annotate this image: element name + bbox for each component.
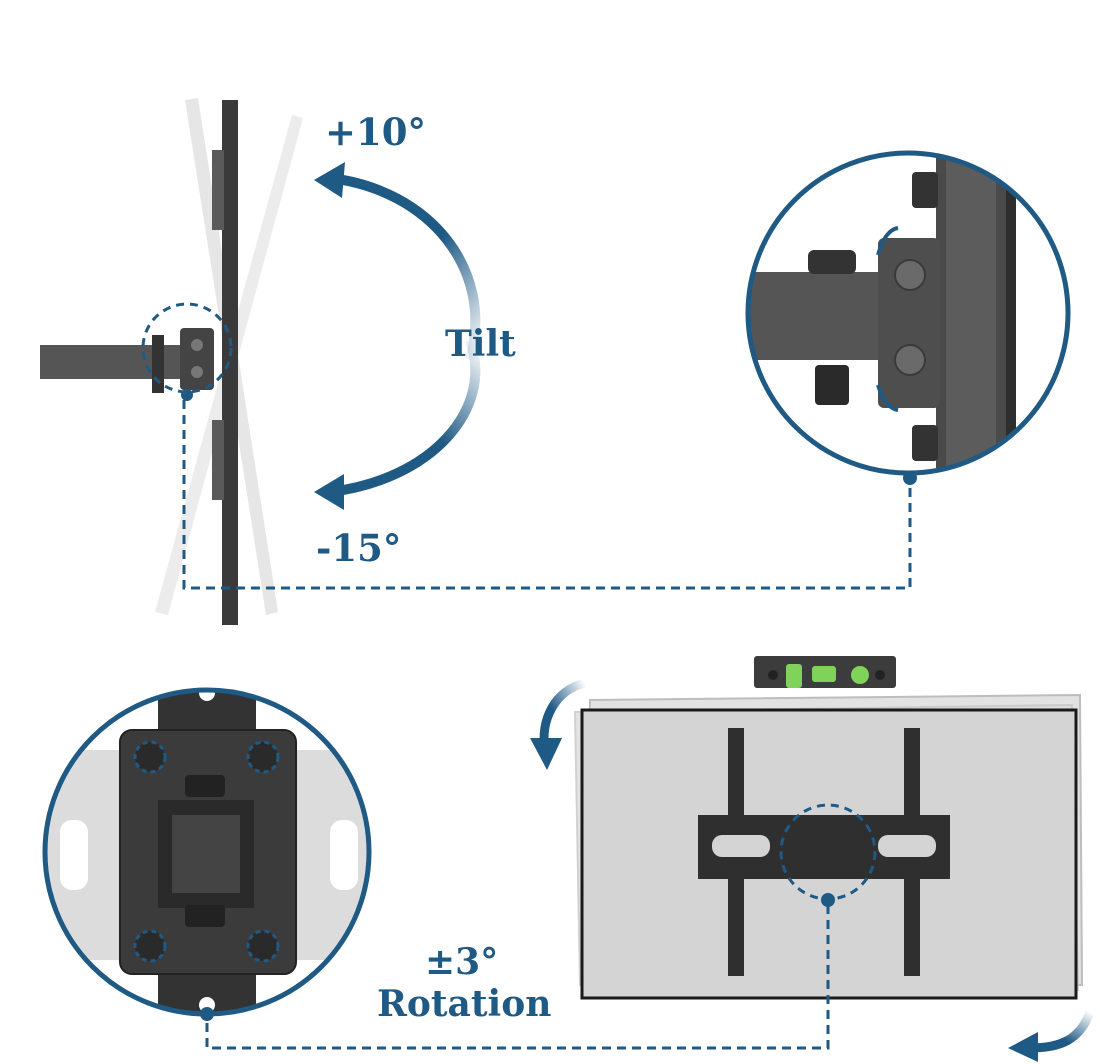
spirit-level-icon bbox=[754, 656, 896, 688]
tilt-focus-circle bbox=[141, 302, 233, 394]
curved-arrow-down-icon bbox=[329, 338, 481, 497]
connector-tilt bbox=[182, 400, 912, 590]
tilt-zoom-circle bbox=[745, 150, 1071, 485]
tilt-bracket bbox=[180, 328, 214, 390]
curved-arrow-up-icon bbox=[329, 173, 481, 362]
tilt-label: Tilt bbox=[445, 323, 516, 365]
connector-rotation bbox=[205, 905, 830, 1050]
rotation-degrees-label: ±3° bbox=[425, 941, 499, 983]
tilt-side-view bbox=[40, 98, 303, 625]
rotation-zoom-circle bbox=[42, 687, 372, 1021]
wall-arm bbox=[40, 345, 190, 379]
tv-rear-view bbox=[573, 693, 1084, 1000]
tilt-up-label: +10° bbox=[325, 110, 426, 154]
curved-arrow-rotate-ccw-icon bbox=[1029, 1010, 1095, 1053]
rotation-label: Rotation bbox=[377, 983, 552, 1025]
tilt-down-label: -15° bbox=[316, 526, 402, 570]
